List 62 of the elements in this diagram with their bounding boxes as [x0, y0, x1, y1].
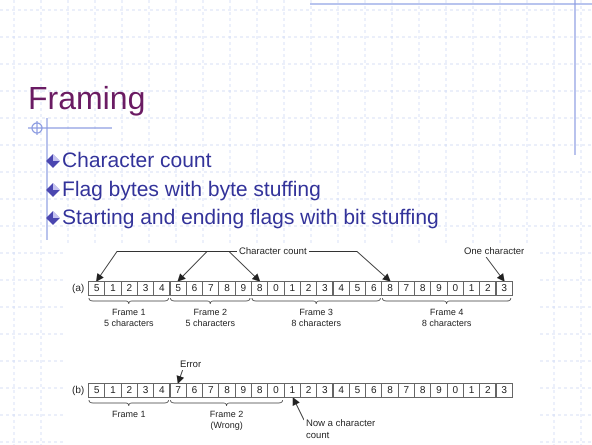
- character-cell: 9: [430, 281, 448, 296]
- character-cell: 2: [120, 281, 138, 296]
- character-cell: 1: [104, 383, 122, 398]
- leader-arrow: [176, 370, 184, 384]
- leader-arrow: [228, 251, 260, 282]
- character-cell: 4: [153, 383, 170, 398]
- character-cell: 0: [267, 383, 285, 398]
- leader-arrow: [486, 256, 505, 282]
- character-cell: 8: [381, 281, 399, 296]
- character-cell: 7: [398, 281, 415, 296]
- character-cell: 8: [381, 383, 399, 398]
- character-cell: 1: [104, 281, 122, 296]
- character-cell: 2: [479, 383, 496, 398]
- frame-label: Frame 2 5 characters: [184, 307, 236, 329]
- slide-title: Framing: [28, 80, 146, 117]
- character-cell: 3: [496, 281, 513, 296]
- row-label: (b): [70, 385, 86, 396]
- character-cell: 4: [153, 281, 170, 296]
- character-cell: 8: [218, 281, 236, 296]
- character-cell: 0: [446, 383, 464, 398]
- character-cell: 5: [88, 281, 106, 296]
- frame-label: Frame 3 8 characters: [290, 307, 342, 329]
- character-cell: 2: [479, 281, 496, 296]
- character-cell: 0: [446, 281, 464, 296]
- character-cell: 5: [88, 383, 106, 398]
- character-cell: 9: [234, 281, 252, 296]
- character-cell: 8: [218, 383, 236, 398]
- frame-label: Frame 2 (Wrong): [208, 409, 244, 431]
- leader-arrow: [308, 251, 391, 282]
- character-cell: 8: [414, 383, 432, 398]
- character-cell: 5: [170, 281, 187, 296]
- character-cell: 1: [284, 383, 301, 398]
- character-cell: 3: [496, 383, 513, 398]
- leader-arrow: [292, 397, 304, 420]
- character-cell: 3: [316, 383, 334, 398]
- bullet-text: Character count: [62, 148, 212, 174]
- character-cell: 8: [414, 281, 432, 296]
- character-cell: 7: [202, 281, 220, 296]
- character-cell: 4: [332, 383, 350, 398]
- character-cell: 7: [398, 383, 415, 398]
- frame-label: Frame 1 5 characters: [102, 307, 155, 329]
- callout-label: One character: [462, 246, 526, 257]
- character-cell: 9: [234, 383, 252, 398]
- character-cell: 6: [365, 281, 382, 296]
- character-cell: 6: [365, 383, 382, 398]
- character-cell: 0: [267, 281, 285, 296]
- callout-label: Error: [178, 359, 204, 370]
- bullet-text: Starting and ending flags with bit stuffing: [62, 205, 440, 231]
- character-cell: 3: [316, 281, 334, 296]
- character-cell: 2: [120, 383, 138, 398]
- bullet-text: Flag bytes with byte stuffing: [62, 177, 322, 203]
- character-cell: 1: [284, 281, 301, 296]
- character-cell: 8: [251, 281, 268, 296]
- frame-label: Frame 1: [110, 409, 146, 420]
- character-cell: 4: [332, 281, 350, 296]
- frame-label: Frame 4 8 characters: [420, 307, 472, 329]
- callout-label: Character count: [237, 246, 309, 257]
- character-cell: 9: [430, 383, 448, 398]
- character-cell: 8: [251, 383, 268, 398]
- character-cell: 7: [170, 383, 187, 398]
- character-cell: 7: [202, 383, 220, 398]
- row-label: (a): [70, 283, 86, 294]
